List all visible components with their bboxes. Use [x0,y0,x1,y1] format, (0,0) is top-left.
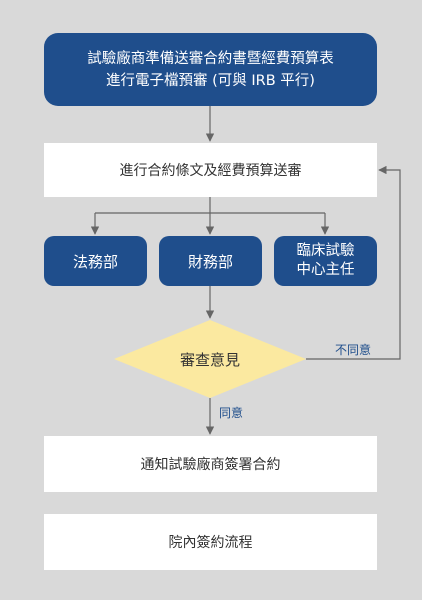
finance-department-label: 財務部 [187,252,233,271]
prepare-documents-label: 試驗廠商準備送審合約書暨經費預算表 進行電子檔預審 (可與 IRB 平行) [87,50,334,89]
finance-department-box: 財務部 [159,236,262,286]
agree-edge-label: 同意 [219,406,244,420]
disagree-edge-label: 不同意 [335,343,372,357]
contract-review-label: 進行合約條文及經費預算送審 [119,163,302,179]
internal-signing-box: 院內簽約流程 [44,514,377,570]
decision-diamond [114,320,306,398]
internal-signing-label: 院內簽約流程 [168,535,253,551]
legal-department-box: 法務部 [44,236,147,286]
legal-department-label: 法務部 [72,252,118,271]
notify-vendor-label: 通知試驗廠商簽署合約 [140,457,281,473]
center-director-box: 臨床試驗 中心主任 [274,236,377,286]
arrow-disagree-loop [306,165,401,360]
prepare-documents-box: 試驗廠商準備送審合約書暨經費預算表 進行電子檔預審 (可與 IRB 平行) [44,33,377,106]
decision-label: 審查意見 [179,350,240,369]
center-director-label: 臨床試驗 中心主任 [296,243,355,278]
notify-vendor-box: 通知試驗廠商簽署合約 [44,436,377,492]
contract-review-box: 進行合約條文及經費預算送審 [44,143,377,197]
